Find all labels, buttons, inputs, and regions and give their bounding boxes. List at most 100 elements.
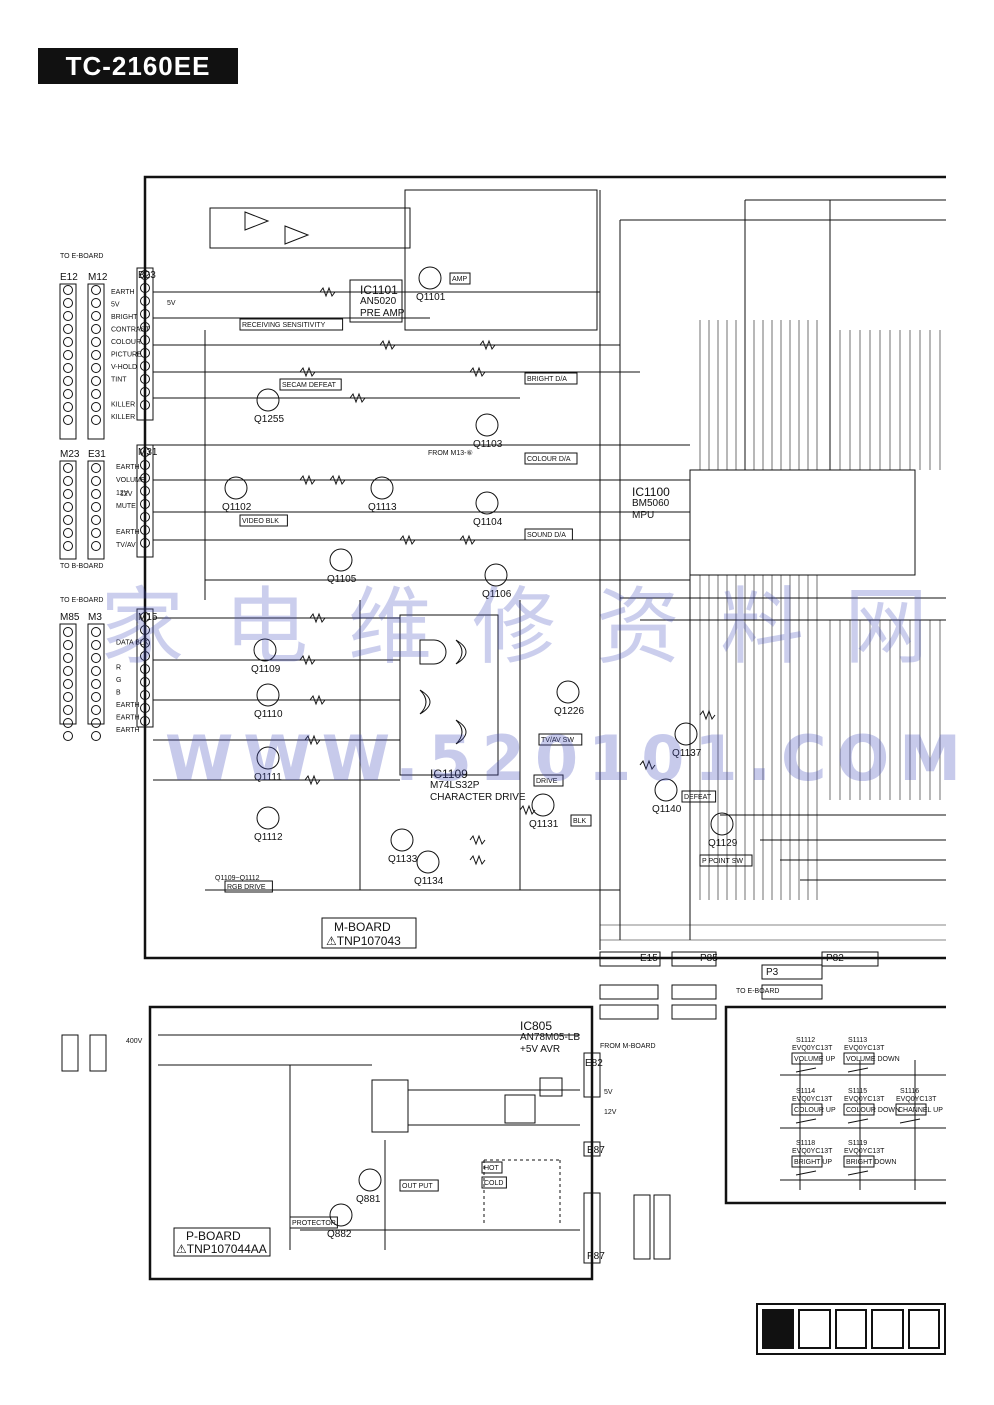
connector-pin bbox=[63, 679, 73, 689]
switch-function-box bbox=[843, 1103, 875, 1116]
connector-pin bbox=[140, 348, 150, 358]
connector-pin bbox=[91, 718, 101, 728]
resistor-symbol bbox=[399, 534, 416, 546]
function-box bbox=[481, 1176, 507, 1189]
transistor-range-label: Q1109~Q1112 bbox=[215, 875, 260, 882]
page-indicator-box bbox=[871, 1309, 904, 1349]
connector-pin bbox=[140, 677, 150, 687]
wiring bbox=[153, 190, 946, 950]
connector-pin bbox=[140, 538, 150, 548]
function-box-label: PROTECTOR bbox=[292, 1220, 336, 1227]
transistor-ref: Q1140 bbox=[652, 804, 682, 815]
connector-pin bbox=[63, 666, 73, 676]
function-box bbox=[239, 514, 288, 527]
connector-pin bbox=[140, 283, 150, 293]
switch-part: EVQ0YC13T bbox=[844, 1045, 885, 1052]
function-box bbox=[524, 452, 578, 465]
connector-signal-label: MUTE bbox=[116, 503, 136, 510]
function-box-label: AMP bbox=[452, 276, 468, 283]
connector-pin bbox=[140, 296, 150, 306]
connector-pin bbox=[91, 324, 101, 334]
connector-ref: M3 bbox=[88, 612, 102, 623]
ic1109-body bbox=[399, 614, 499, 776]
connector-pin bbox=[91, 476, 101, 486]
resistor-symbol bbox=[309, 694, 326, 706]
connector-pin bbox=[140, 651, 150, 661]
switch-function-box bbox=[791, 1052, 823, 1065]
ic1101-block bbox=[209, 189, 598, 331]
voltage-label: 12V bbox=[120, 491, 133, 498]
function-box-label: DEFEAT bbox=[684, 794, 712, 801]
connector-pin bbox=[91, 666, 101, 676]
connector-pin bbox=[91, 402, 101, 412]
connector-signal-label: BRIGHT bbox=[111, 314, 138, 321]
connector-pin bbox=[91, 311, 101, 321]
connector-ref: P3 bbox=[766, 967, 779, 978]
ic-part: AN5020 bbox=[360, 296, 397, 307]
connector-pin bbox=[140, 512, 150, 522]
transistor-ref: Q1109 bbox=[251, 664, 281, 675]
connector-b23-m23 bbox=[59, 444, 154, 560]
board-ref: FROM M-BOARD bbox=[600, 1043, 656, 1050]
connector-ref: E82 bbox=[585, 1058, 603, 1069]
transistor-ref: Q1101 bbox=[416, 292, 446, 303]
connector-signal-label: TINT bbox=[111, 377, 127, 384]
connector-e31-m31 bbox=[59, 608, 154, 728]
transistor-ref: Q1104 bbox=[473, 517, 503, 528]
connector-ref: M31 bbox=[138, 447, 158, 458]
connector-pins bbox=[63, 270, 150, 741]
connector-pin bbox=[63, 324, 73, 334]
transistor-symbol bbox=[556, 680, 580, 704]
resistor-symbol bbox=[304, 774, 321, 786]
switch-ref: S1113 bbox=[848, 1037, 867, 1044]
board-ref: TO E-BOARD bbox=[60, 253, 103, 260]
connector-ref: M23 bbox=[60, 449, 80, 460]
connector-pin bbox=[63, 705, 73, 715]
transistor-symbol bbox=[710, 812, 734, 836]
switch-contact bbox=[795, 1170, 817, 1176]
function-box bbox=[481, 1161, 503, 1174]
transistor-ref: Q1102 bbox=[222, 502, 252, 513]
connector-signal-label: 5V bbox=[111, 302, 120, 309]
m-board-label-box bbox=[321, 917, 417, 949]
transistor-ref: Q1255 bbox=[254, 414, 284, 425]
transistor-ref: Q1134 bbox=[414, 876, 444, 887]
connector-pin bbox=[63, 298, 73, 308]
transistor-symbol bbox=[256, 683, 280, 707]
connector-pin bbox=[63, 692, 73, 702]
resistor-symbol bbox=[304, 734, 321, 746]
connector-signal-label: EARTH bbox=[116, 702, 140, 709]
switch-part: EVQ0YC13T bbox=[792, 1096, 833, 1103]
transistor-ref: Q1103 bbox=[473, 439, 503, 450]
connector-ref: M15 bbox=[138, 612, 158, 623]
connector-ref: E31 bbox=[88, 449, 106, 460]
ic1100-body bbox=[689, 469, 916, 576]
ic-function: PRE AMP bbox=[360, 308, 405, 319]
transistor-symbol bbox=[475, 491, 499, 515]
function-box bbox=[524, 528, 573, 541]
transistor-symbol bbox=[654, 778, 678, 802]
transistor-symbol bbox=[674, 722, 698, 746]
ic-function: +5V AVR bbox=[520, 1044, 560, 1055]
connector-pin bbox=[63, 285, 73, 295]
connector-pin bbox=[63, 653, 73, 663]
transistor-ref: Q1112 bbox=[254, 832, 283, 843]
function-box bbox=[449, 272, 471, 285]
watermark-url: WWW.520101.COM bbox=[165, 722, 971, 795]
resistor-symbol bbox=[319, 286, 336, 298]
transistor-ref: Q881 bbox=[356, 1194, 381, 1205]
transistor-ref: Q1137 bbox=[672, 748, 702, 759]
connector-e12-m12 bbox=[59, 267, 154, 440]
connector-pin bbox=[140, 690, 150, 700]
connector-pin bbox=[91, 415, 101, 425]
switch-function-box bbox=[791, 1155, 823, 1168]
connector-pin bbox=[140, 612, 150, 622]
connector-pin bbox=[140, 322, 150, 332]
function-box-label: DRIVE bbox=[536, 778, 558, 785]
switch-ref: S1118 bbox=[796, 1140, 815, 1147]
switch-function-box bbox=[791, 1103, 823, 1116]
transistor-symbol bbox=[390, 828, 414, 852]
ic-ref: IC805 bbox=[520, 1019, 552, 1033]
connector-pin bbox=[91, 285, 101, 295]
